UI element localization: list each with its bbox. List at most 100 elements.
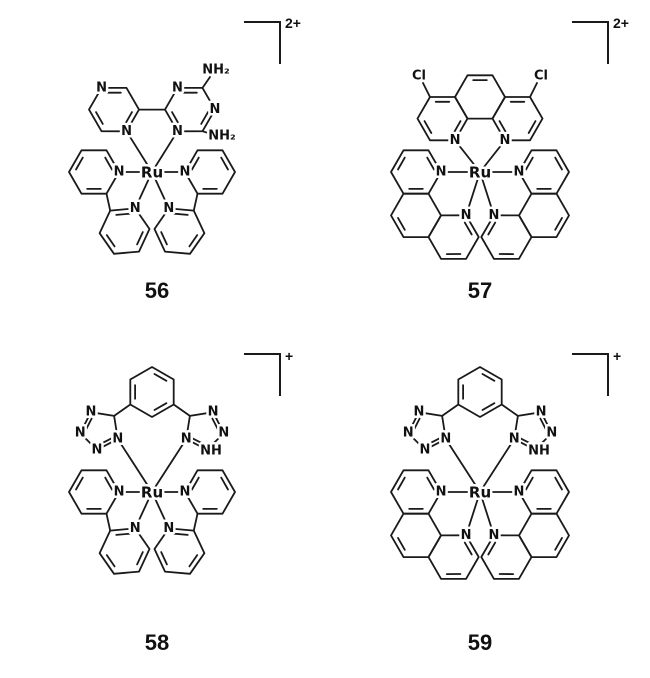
benzene-ring: [129, 366, 175, 418]
n-atom-label: N: [112, 432, 123, 447]
c-c-bond: [441, 403, 460, 417]
charge-label: 2+: [285, 15, 301, 31]
double-bond-inner-line: [191, 476, 200, 491]
pyridine-ring: [98, 207, 151, 255]
n-atom-label: N: [163, 201, 174, 216]
tetrazole-ring: [185, 411, 225, 451]
double-bond-inner-line: [554, 156, 563, 171]
c-c-bond: [105, 512, 112, 532]
phenanthroline-ring: [454, 74, 506, 120]
double-bond-inner-line: [104, 476, 113, 491]
pyridine-ring: [153, 207, 206, 255]
phenanthroline-right: [480, 149, 570, 260]
double-bond-inner-line: [115, 212, 131, 216]
double-bond-inner-line: [84, 417, 93, 431]
n-atom-label: N: [413, 405, 424, 420]
substituent-bond: [422, 82, 431, 98]
ru-n-bond: [151, 438, 188, 493]
double-bond-inner-line: [220, 476, 229, 491]
n-atom-label: N: [419, 442, 430, 457]
phenanthroline-ring: [390, 149, 442, 195]
tetrazole-ring: [79, 411, 119, 451]
double-bond-inner-line: [426, 476, 435, 491]
double-bond-inner-line: [412, 417, 421, 431]
double-bond-inner-line: [452, 120, 462, 134]
double-bond-inner-line: [554, 537, 563, 551]
n-atom-label: N: [180, 485, 191, 500]
double-bond-inner-line: [191, 437, 205, 446]
n-atom-label: N: [218, 426, 229, 441]
ru-atom-label: Ru: [469, 484, 491, 502]
double-bond-inner-line: [104, 156, 113, 171]
bipyridine-right: [153, 149, 236, 255]
n-atom-label: N: [488, 528, 499, 543]
ru-n-bond: [479, 438, 516, 493]
substituent-bond: [201, 76, 211, 89]
n-atom-label: N: [514, 485, 525, 500]
pyridine-ring: [98, 527, 151, 575]
c-c-bond: [172, 403, 191, 417]
compound-number: 57: [468, 278, 492, 303]
ru-n-bond: [116, 438, 153, 493]
c-c-bond: [105, 192, 112, 212]
charge-bracket: [244, 21, 281, 64]
phenanthroline-ring: [390, 192, 442, 238]
double-bond-inner-line: [173, 532, 189, 536]
c-c-bond: [113, 403, 132, 417]
charge-bracket: [244, 353, 281, 396]
phenanthroline-ring: [390, 512, 442, 558]
phenanthroline-ring: [518, 192, 570, 238]
n-atom-label: N: [114, 485, 125, 500]
double-bond-inner-line: [124, 111, 133, 125]
phenanthroline-ring: [518, 149, 570, 195]
dichloro-phenanthroline-ligand: [416, 74, 544, 142]
double-bond-inner-line: [136, 551, 144, 566]
ru-atom-label: Ru: [469, 164, 491, 182]
cl-atom-label: Cl: [534, 69, 548, 84]
charge-bracket: [572, 21, 609, 64]
double-bond-inner-line: [220, 156, 229, 171]
ru-n-bond: [125, 130, 153, 173]
ru-n-bond: [444, 438, 481, 493]
double-bond-inner-line: [481, 402, 496, 411]
n-atom-label: N: [440, 432, 451, 447]
double-bond-inner-line: [136, 231, 144, 246]
double-bond-inner-line: [487, 221, 497, 236]
double-bond-inner-line: [153, 373, 168, 382]
pyrazine-triazine-ligand: [88, 76, 216, 135]
bis-tetrazolyl-benzene-ligand: [407, 366, 553, 451]
double-bond-inner-line: [160, 231, 168, 246]
n-atom-label: N: [514, 165, 525, 180]
nh2-group-label: NH₂: [202, 63, 229, 78]
n-atom-label: N: [536, 405, 547, 420]
double-bond-inner-line: [115, 532, 131, 536]
double-bond-inner-line: [105, 234, 116, 248]
charge-bracket: [572, 353, 609, 396]
substituent-bond: [529, 82, 538, 98]
double-bond-inner-line: [426, 156, 435, 171]
n-atom-label: N: [163, 521, 174, 536]
n-atom-label: N: [546, 426, 557, 441]
double-bond-inner-line: [160, 551, 168, 566]
bipyridine-left: [68, 469, 151, 575]
ru-n-bond: [151, 171, 170, 210]
pyridine-ring: [68, 149, 120, 195]
compound-57-structure: N N N N N N Cl Cl Ru 2+ 57: [390, 15, 629, 303]
double-bond-inner-line: [105, 554, 116, 568]
tetrazole-ring: [407, 411, 447, 451]
ru-coordination-bonds: [440, 139, 520, 217]
double-bond-inner-line: [188, 554, 199, 568]
bipyridine-left: [68, 149, 151, 255]
double-bond-inner-line: [191, 156, 200, 171]
double-bond-inner-line: [211, 417, 220, 431]
pyridine-ring: [153, 527, 206, 575]
charge-label: +: [613, 348, 621, 364]
ru-n-bond: [134, 491, 153, 530]
double-bond-inner-line: [423, 120, 433, 134]
double-bond-inner-line: [200, 111, 209, 125]
pyridine-ring: [68, 469, 120, 515]
double-bond-inner-line: [527, 120, 537, 134]
n-atom-label: N: [181, 432, 192, 447]
ru-n-bond: [134, 171, 153, 210]
